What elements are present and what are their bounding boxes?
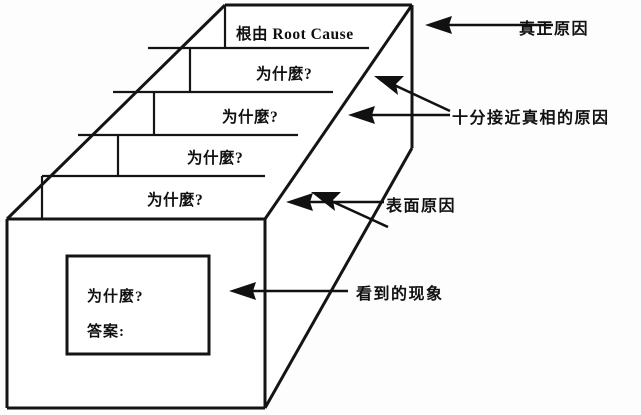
step-label-why-4: 为什麼? (147, 192, 204, 209)
staircase-dividers (42, 46, 369, 178)
step-label-root-cause: 根由 Root Cause (236, 26, 354, 43)
arrow-observed-symptom (229, 282, 348, 300)
arrow-true-cause (425, 16, 553, 34)
step-label-why-1: 为什麼? (256, 66, 313, 83)
step-label-why-2: 为什麼? (222, 109, 279, 126)
arrow-near-truth-upper (374, 76, 451, 113)
callout-label-observed-symptom: 看到的现象 (356, 286, 444, 303)
front-face-fill (7, 219, 265, 408)
edge-left-diagonal (5, 3, 227, 221)
arrow-surface-lower (286, 193, 384, 211)
edge-right-diagonal-bottom (263, 147, 414, 409)
staircase-top-face-fill (7, 5, 412, 219)
callout-label-near-truth-cause: 十分接近真相的原因 (452, 110, 610, 127)
right-side-face-fill (265, 5, 412, 408)
answer-box-answer-prompt: 答案: (87, 324, 125, 340)
arrow-near-truth-lower (348, 106, 450, 124)
box-outline (5, 3, 414, 410)
answer-box-outline (65, 254, 211, 356)
edge-right-diagonal-top (263, 4, 414, 220)
callout-label-true-cause: 真正原因 (519, 21, 590, 38)
answer-box-question: 为什麼? (87, 289, 144, 305)
callout-label-surface-cause: 表面原因 (386, 198, 457, 215)
step-label-why-3: 为什麼? (187, 150, 244, 167)
